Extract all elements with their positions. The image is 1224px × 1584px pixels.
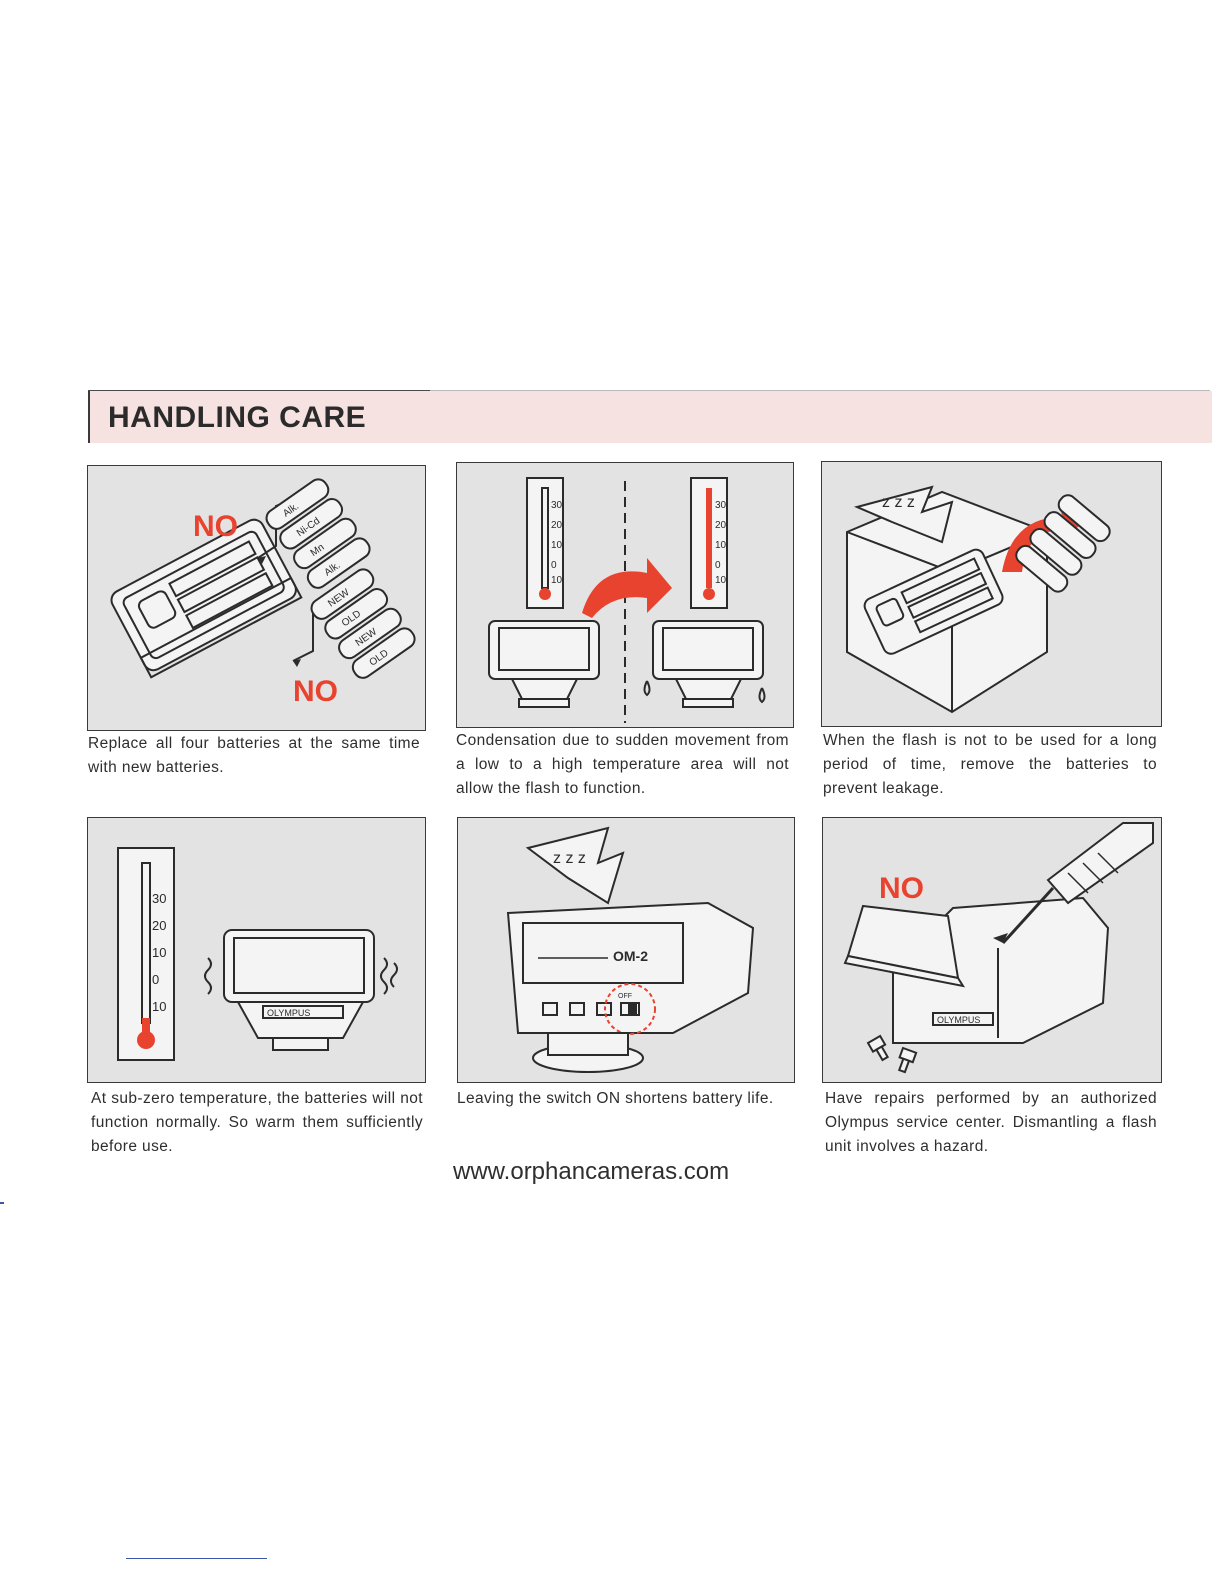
scale-label: 20 — [715, 520, 727, 531]
scale-label: 10 — [715, 575, 727, 586]
no-label: NO — [293, 675, 338, 708]
screw-icon — [897, 1046, 918, 1074]
switch-on-drawing: z z z OM-2 OFF — [506, 826, 755, 1073]
caption-remove-batteries: When the flash is not to be used for a l… — [823, 732, 1157, 797]
illustration-batteries-mixed: Alk. Ni-Cd Mn Alk. NEW OLD NEW OLD NO NO — [87, 465, 426, 731]
caption-batteries-mixed: Replace all four batteries at the same t… — [88, 735, 420, 776]
scale-label: 0 — [551, 560, 557, 571]
illustration-switch-on: z z z OM-2 OFF — [457, 817, 795, 1083]
sub-zero-drawing: 30 20 10 0 10 OLYMPUS — [117, 847, 398, 1061]
scale-label: 20 — [551, 520, 563, 531]
caption-repairs: Have repairs performed by an authorized … — [825, 1090, 1157, 1155]
remove-batteries-drawing: z z z — [846, 485, 1111, 714]
header-top-rule — [88, 390, 430, 391]
brand-label: OLYMPUS — [267, 1008, 310, 1018]
brand-label: OLYMPUS — [937, 1015, 980, 1025]
scale-label: 10 — [551, 575, 563, 586]
scale-label: 20 — [152, 918, 166, 933]
scale-label: 10 — [152, 945, 166, 960]
scale-label: 30 — [152, 891, 166, 906]
scale-label: 30 — [551, 500, 563, 511]
switch-label: OFF — [618, 993, 632, 1000]
scale-label: 0 — [152, 972, 159, 987]
svg-text:z z z: z z z — [882, 494, 915, 511]
caption-switch-on: Leaving the switch ON shortens battery l… — [457, 1090, 774, 1107]
svg-text:z z z: z z z — [553, 850, 586, 867]
footer-url[interactable]: www.orphancameras.com — [453, 1158, 730, 1185]
scale-label: 30 — [715, 500, 727, 511]
illustration-sub-zero: 30 20 10 0 10 OLYMPUS — [87, 817, 426, 1083]
scale-label: 10 — [715, 540, 727, 551]
no-label: NO — [193, 510, 238, 543]
screw-icon — [866, 1034, 890, 1062]
section-header: HANDLING CARE — [88, 391, 1212, 443]
header-top-rule-light — [430, 390, 1210, 391]
bottom-rule — [126, 1558, 267, 1559]
no-label: NO — [879, 872, 924, 905]
highlight-circle — [604, 983, 656, 1035]
illustration-condensation: 30 20 10 0 10 30 20 10 0 10 — [456, 462, 794, 728]
section-title: HANDLING CARE — [108, 401, 367, 434]
scale-label: 0 — [715, 560, 721, 571]
edge-mark — [0, 1202, 4, 1204]
model-label: OM-2 — [613, 948, 648, 964]
scale-label: 10 — [152, 999, 166, 1014]
repairs-drawing: NO OLYMPUS — [843, 822, 1154, 1074]
condensation-drawing: 30 20 10 0 10 30 20 10 0 10 — [488, 477, 766, 723]
arrow-icon — [582, 558, 672, 618]
scale-label: 10 — [551, 540, 563, 551]
caption-condensation: Condensation due to sudden movement from… — [456, 732, 789, 797]
illustration-repairs: NO OLYMPUS — [822, 817, 1162, 1083]
caption-sub-zero: At sub-zero temperature, the batteries w… — [91, 1090, 423, 1155]
illustration-remove-batteries: z z z — [821, 461, 1162, 727]
battery-tray-drawing: Alk. Ni-Cd Mn Alk. NEW OLD NEW OLD NO NO — [110, 478, 416, 708]
